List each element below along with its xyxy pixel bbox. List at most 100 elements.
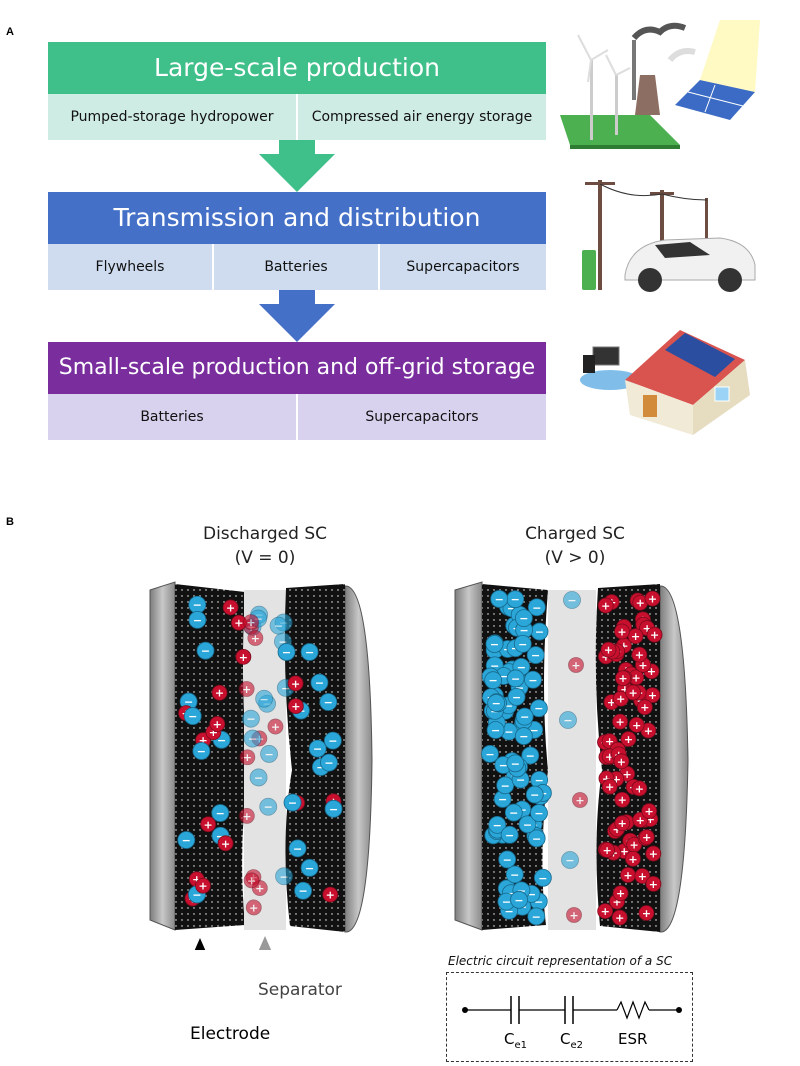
anion-icon: − bbox=[507, 687, 526, 706]
panel-b-label: B bbox=[6, 516, 14, 528]
cation-icon: + bbox=[566, 907, 582, 923]
svg-text:+: + bbox=[618, 794, 627, 807]
svg-text:+: + bbox=[242, 683, 251, 696]
svg-text:−: − bbox=[523, 818, 532, 831]
svg-text:+: + bbox=[612, 896, 621, 909]
svg-text:−: − bbox=[216, 807, 225, 820]
ce2-label: Ce2 bbox=[560, 1030, 583, 1051]
svg-text:−: − bbox=[532, 601, 541, 614]
svg-text:+: + bbox=[612, 823, 621, 836]
power-lines-electric-car-icon bbox=[582, 180, 756, 292]
svg-text:+: + bbox=[246, 616, 255, 629]
cation-icon: + bbox=[238, 808, 255, 824]
cation-icon: + bbox=[597, 597, 614, 614]
svg-text:+: + bbox=[631, 630, 640, 643]
cation-icon: + bbox=[601, 778, 618, 795]
ce1-main: C bbox=[504, 1030, 515, 1048]
svg-text:+: + bbox=[612, 773, 621, 786]
cation-icon: + bbox=[200, 816, 217, 833]
anion-icon: − bbox=[530, 622, 549, 641]
cation-icon: + bbox=[322, 886, 339, 903]
svg-text:−: − bbox=[530, 724, 539, 737]
svg-text:−: − bbox=[538, 872, 547, 885]
ions-charged: −−−−−−−−−−−−−−−−−−−−−−−−−−−−−−−−−−−−−−−−… bbox=[481, 590, 663, 926]
svg-text:+: + bbox=[620, 845, 629, 858]
svg-text:−: − bbox=[305, 646, 314, 659]
svg-text:−: − bbox=[197, 745, 206, 758]
cation-icon: + bbox=[625, 684, 641, 701]
svg-text:−: − bbox=[511, 593, 520, 606]
cation-icon: + bbox=[217, 835, 234, 852]
cation-icon: + bbox=[243, 872, 260, 889]
svg-text:−: − bbox=[316, 761, 325, 774]
item-batteries: Batteries bbox=[214, 244, 380, 290]
svg-text:−: − bbox=[506, 887, 515, 900]
svg-text:+: + bbox=[249, 901, 258, 914]
cation-icon: + bbox=[222, 599, 239, 616]
cation-icon: + bbox=[615, 670, 631, 687]
item-flywheels: Flywheels bbox=[48, 244, 214, 290]
svg-text:−: − bbox=[499, 670, 508, 683]
svg-text:−: − bbox=[282, 646, 291, 659]
anion-icon: − bbox=[324, 799, 343, 818]
anion-icon: − bbox=[518, 815, 537, 834]
svg-text:+: + bbox=[632, 719, 641, 732]
tier-transmission-title: Transmission and distribution bbox=[48, 192, 546, 244]
cation-icon: + bbox=[597, 903, 614, 919]
panel-a-label: A bbox=[6, 26, 14, 38]
svg-text:−: − bbox=[217, 734, 226, 747]
svg-text:−: − bbox=[504, 905, 513, 918]
cation-icon: + bbox=[645, 876, 662, 892]
svg-text:−: − bbox=[264, 801, 273, 814]
svg-text:+: + bbox=[630, 839, 639, 852]
svg-text:+: + bbox=[632, 671, 641, 684]
svg-text:+: + bbox=[616, 693, 625, 706]
anion-icon: − bbox=[486, 721, 505, 739]
charged-title: Charged SC bbox=[525, 524, 625, 544]
svg-text:+: + bbox=[271, 721, 280, 734]
svg-text:−: − bbox=[534, 895, 543, 908]
anion-icon: − bbox=[323, 731, 342, 750]
svg-text:−: − bbox=[492, 697, 501, 710]
svg-text:−: − bbox=[182, 834, 191, 847]
svg-text:−: − bbox=[517, 661, 526, 674]
tier-large-scale-title: Large-scale production bbox=[48, 42, 546, 94]
svg-text:+: + bbox=[251, 632, 260, 645]
anion-icon: − bbox=[196, 641, 215, 660]
anion-icon: − bbox=[269, 616, 288, 635]
anion-icon: − bbox=[526, 646, 545, 664]
svg-text:+: + bbox=[645, 805, 654, 818]
circuit-box bbox=[446, 972, 693, 1062]
svg-text:−: − bbox=[526, 749, 535, 762]
svg-text:−: − bbox=[535, 774, 544, 787]
anion-icon: − bbox=[183, 707, 202, 725]
anion-icon: − bbox=[527, 598, 546, 617]
svg-text:+: + bbox=[605, 750, 614, 763]
svg-text:+: + bbox=[638, 870, 647, 883]
svg-text:+: + bbox=[291, 677, 300, 690]
svg-text:+: + bbox=[638, 659, 647, 672]
electrode-arrow-icon bbox=[194, 938, 206, 950]
svg-text:−: − bbox=[298, 885, 307, 898]
svg-text:+: + bbox=[640, 701, 649, 714]
svg-text:+: + bbox=[209, 726, 218, 739]
svg-text:−: − bbox=[192, 888, 201, 901]
svg-text:−: − bbox=[193, 599, 202, 612]
svg-text:−: − bbox=[516, 773, 525, 786]
cation-icon: + bbox=[641, 803, 658, 819]
svg-text:−: − bbox=[188, 710, 197, 723]
svg-text:−: − bbox=[515, 681, 524, 694]
circuit-diagram bbox=[462, 996, 682, 1024]
svg-text:+: + bbox=[255, 882, 264, 895]
cation-icon: + bbox=[632, 594, 649, 611]
svg-text:+: + bbox=[636, 597, 645, 610]
charged-subtitle: (V > 0) bbox=[544, 548, 606, 568]
anion-icon: − bbox=[320, 753, 338, 772]
svg-text:−: − bbox=[532, 832, 541, 845]
svg-text:−: − bbox=[563, 714, 572, 727]
anion-icon: − bbox=[277, 643, 296, 661]
svg-text:−: − bbox=[485, 748, 494, 761]
ce2-main: C bbox=[560, 1030, 571, 1048]
cation-icon: + bbox=[243, 614, 259, 631]
cation-icon: + bbox=[644, 687, 661, 704]
